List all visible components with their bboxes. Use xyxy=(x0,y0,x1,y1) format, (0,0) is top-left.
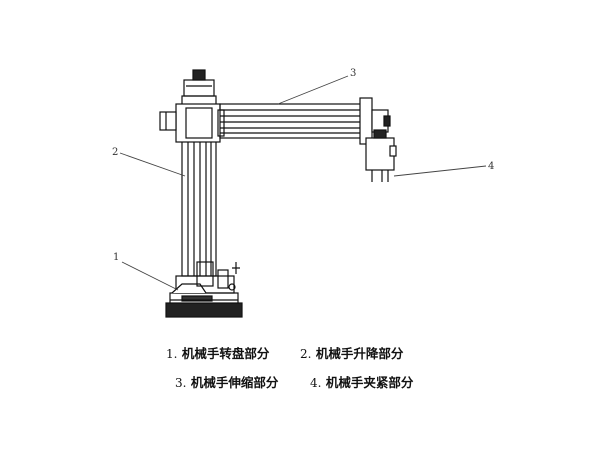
legend-item-1: 1. 机械手转盘部分 xyxy=(166,343,269,362)
leader-line-3 xyxy=(277,75,349,105)
column-carriage xyxy=(159,103,225,143)
leader-line-2 xyxy=(119,152,186,177)
legend-number: 4. xyxy=(310,376,322,390)
callout-3: 3 xyxy=(350,68,356,79)
legend-text: 机械手伸缩部分 xyxy=(190,375,279,390)
lifting-column xyxy=(181,69,217,277)
gripper xyxy=(365,109,397,182)
legend-number: 1. xyxy=(166,347,178,361)
callout-2: 2 xyxy=(112,147,118,158)
leader-lines xyxy=(119,75,487,291)
legend-text: 机械手转盘部分 xyxy=(181,346,270,361)
legend-item-3: 3. 机械手伸缩部分 xyxy=(175,372,278,391)
legend-number: 3. xyxy=(175,376,187,390)
legend-number: 2. xyxy=(300,347,312,361)
leader-line-1 xyxy=(121,261,179,291)
legend-text: 机械手夹紧部分 xyxy=(325,375,414,390)
telescopic-arm xyxy=(219,97,373,145)
legend-item-2: 2. 机械手升降部分 xyxy=(300,343,403,362)
callout-1: 1 xyxy=(113,252,119,263)
turntable-base xyxy=(165,261,243,318)
leader-line-4 xyxy=(393,165,487,177)
legend-item-4: 4. 机械手夹紧部分 xyxy=(310,372,413,391)
legend-text: 机械手升降部分 xyxy=(315,346,404,361)
callout-4: 4 xyxy=(488,161,494,172)
